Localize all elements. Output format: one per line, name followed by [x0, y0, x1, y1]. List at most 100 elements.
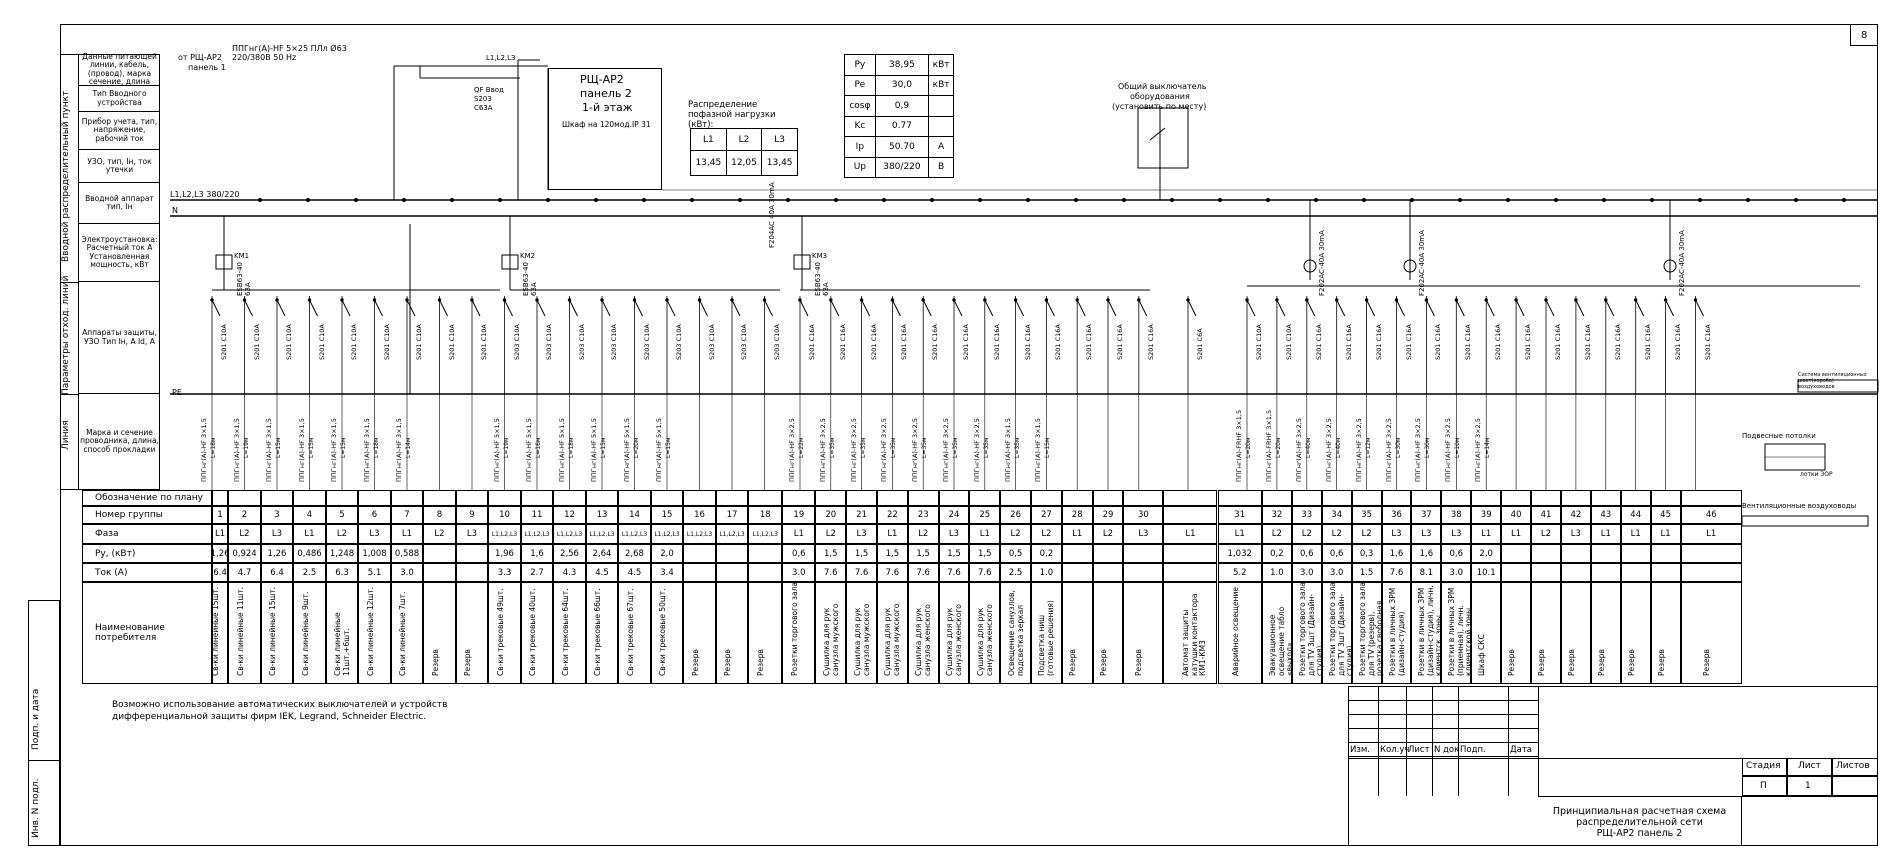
- plan-marker-cell: [1217, 490, 1262, 506]
- cell-p-31: [1163, 544, 1218, 563]
- breaker-label-46: S201 C16A: [1673, 324, 1682, 360]
- consumer-name-2: Св-ки линейные 11шт.: [235, 586, 245, 676]
- cell-name-box-39: [1441, 582, 1472, 684]
- cell-i-5: 6.3: [325, 563, 359, 582]
- cell-phase-8: L2: [423, 524, 456, 544]
- cell-phase-2: L2: [228, 524, 261, 544]
- plan-marker-cell: [1411, 490, 1442, 506]
- cell-phase-47: L1: [1680, 524, 1742, 544]
- cell-name-box-11: [520, 582, 554, 684]
- cell-phase-25: L1: [969, 524, 1001, 544]
- cell-i-40: 10.1: [1471, 563, 1502, 582]
- plan-marker-cell: [969, 490, 1001, 506]
- side-label-top: Вводной распределительный пункт: [61, 90, 71, 262]
- cell-i-26: 2.5: [1000, 563, 1031, 582]
- consumer-name-17: Резерв: [723, 649, 732, 676]
- cable-label-34: ППГнг(А)-HF 3×2,5: [1294, 418, 1303, 482]
- cable-label-5: ППГнг(А)-HF 3×1,5: [330, 418, 338, 482]
- param-unit: [928, 115, 954, 137]
- breaker-label-24: S201 C16A: [962, 324, 970, 360]
- cell-phase-13: L1,L2,L3: [585, 524, 619, 544]
- breaker-label-17: S203 C10A: [740, 324, 748, 360]
- cell-p-28: [1061, 544, 1093, 563]
- drawing-title-title_line1: Принципиальная расчетная схема: [1552, 806, 1727, 817]
- cell-p-33: 0,2: [1261, 544, 1292, 563]
- title-grid-col: [1508, 686, 1509, 796]
- note-line2: дифференциальной защиты фирм IEK, Legran…: [112, 712, 427, 722]
- cell-i-13: 4.5: [585, 563, 619, 582]
- cable-label-23: ППГнг(А)-HF 3×2,5: [911, 418, 920, 482]
- param-value: 0,9: [874, 95, 930, 117]
- breaker-label-41: S201 C16A: [1524, 324, 1533, 360]
- row-label-4: Ток (А): [82, 563, 212, 582]
- cell-n-13: 13: [585, 506, 619, 524]
- breaker-label-30: S201 C16A: [1146, 324, 1155, 360]
- title-grid-line: [1348, 742, 1538, 743]
- breaker-label-45: S201 C16A: [1643, 324, 1652, 360]
- consumer-name-47: Резерв: [1702, 649, 1712, 676]
- cell-p-25: 1,5: [969, 544, 1001, 563]
- breaker-label-38: S201 C16A: [1434, 324, 1443, 360]
- cell-name-box-38: [1411, 582, 1442, 684]
- param-name: Pe: [844, 74, 876, 96]
- cable-label-14: ППГнг(А)-HF 5×1,5: [622, 418, 631, 482]
- plan-marker-cell: [293, 490, 326, 506]
- cell-phase-23: L2: [907, 524, 939, 544]
- cell-p-26: 0,5: [1000, 544, 1031, 563]
- consumer-name-1: Св-ки линейные 15шт.: [211, 586, 221, 676]
- cell-n-21: 21: [846, 506, 877, 524]
- consumer-name-10: Св-ки трековые 49шт.: [495, 588, 505, 676]
- cell-name-box-1: [212, 582, 229, 684]
- title-grid-col: [1432, 686, 1433, 796]
- cell-i-6: 5.1: [358, 563, 391, 582]
- cell-name-box-34: [1291, 582, 1322, 684]
- breaker-label-29: S201 C16A: [1116, 324, 1124, 360]
- plan-marker-cell: [1031, 490, 1062, 506]
- cell-i-35: 3.0: [1321, 563, 1352, 582]
- cell-phase-9: L3: [455, 524, 489, 544]
- cell-name-box-23: [907, 582, 939, 684]
- cell-n-15: 15: [650, 506, 684, 524]
- cell-p-38: 1,6: [1411, 544, 1442, 563]
- cell-n-6: 6: [358, 506, 391, 524]
- cell-n-43: 42: [1560, 506, 1591, 524]
- rcd-group-label-1: F202AC-40A 30mA: [1318, 230, 1326, 296]
- contactor-name-3: KM3: [812, 252, 828, 260]
- cell-name-box-15: [650, 582, 684, 684]
- consumer-name-14: Св-ки трековые 67шт.: [625, 588, 635, 676]
- feeder-voltage: 220/380В 50 Hz: [232, 53, 297, 62]
- title-cell-0: Стадия: [1746, 761, 1781, 771]
- cell-i-18: [748, 563, 783, 582]
- consumer-name-6: Св-ки линейные 12шт.: [365, 586, 375, 676]
- cell-phase-43: L3: [1560, 524, 1591, 544]
- cell-name-box-47: [1680, 582, 1742, 684]
- consumer-name-46: Резерв: [1656, 649, 1666, 676]
- cell-n-27: 27: [1031, 506, 1062, 524]
- param-name: Py: [844, 54, 876, 76]
- consumer-name-32: Аварийное освещение: [1230, 587, 1240, 676]
- param-value: 38,95: [874, 54, 930, 76]
- cable-len-14: L=20м: [632, 437, 640, 458]
- general-switch-line2: оборудования: [1130, 92, 1190, 101]
- bus-pe-label: PE: [172, 388, 182, 397]
- bus-top-label: L1,L2,L3: [486, 54, 516, 62]
- plan-marker-cell: [212, 490, 229, 506]
- cell-p-27: 0,2: [1031, 544, 1062, 563]
- plan-marker-cell: [1471, 490, 1502, 506]
- cell-name-box-4: [293, 582, 326, 684]
- cell-n-3: 3: [260, 506, 294, 524]
- panel-name-box: [548, 68, 662, 190]
- param-unit: A: [928, 136, 954, 158]
- cell-p-23: 1,5: [907, 544, 939, 563]
- breaker-label-18: S203 C10A: [772, 324, 781, 360]
- cell-n-38: 37: [1411, 506, 1442, 524]
- breaker-label-6: S201 C10A: [382, 324, 391, 360]
- plan-marker-cell: [1092, 490, 1124, 506]
- cell-phase-5: L2: [325, 524, 359, 544]
- consumer-name-23: Сушилка для рук санузла женского: [914, 604, 932, 676]
- cell-p-16: [683, 544, 716, 563]
- cell-n-24: 24: [938, 506, 970, 524]
- consumer-name-22: Сушилка для рук санузла мужского: [883, 603, 901, 676]
- cell-i-24: 7.6: [938, 563, 970, 582]
- side-label-mid: Параметры отход. линий: [61, 275, 71, 395]
